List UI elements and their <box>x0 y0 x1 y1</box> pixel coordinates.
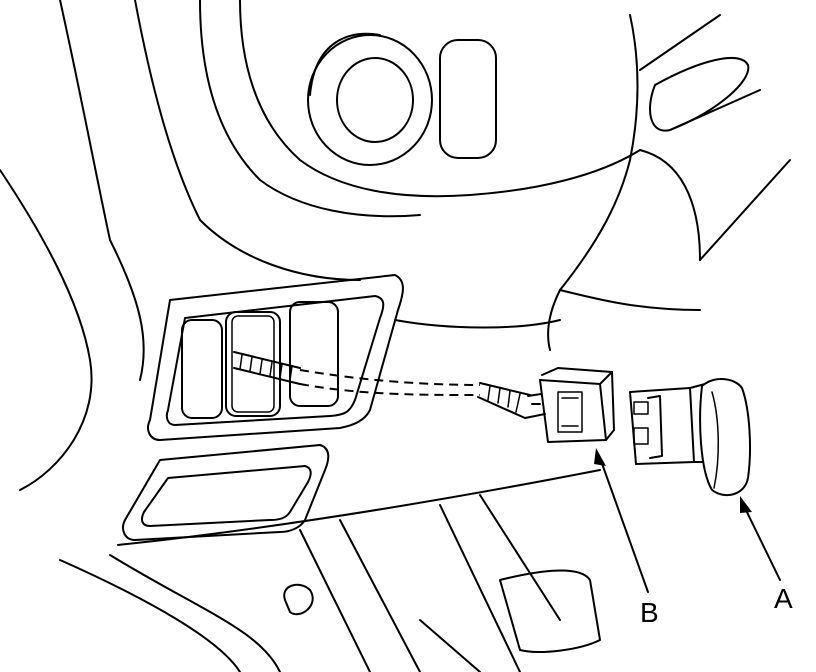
lower-panel <box>59 444 601 672</box>
arrowhead-a <box>740 496 752 513</box>
switch-bezel <box>147 274 404 441</box>
wire-harness <box>233 351 531 419</box>
dashboard-panel <box>0 0 701 491</box>
upper-controls <box>307 32 497 166</box>
arrow-a <box>743 505 781 581</box>
switch-a <box>629 378 751 497</box>
connector-b <box>524 367 615 443</box>
callout-label-a: A <box>774 583 793 614</box>
upper-right-vent <box>639 14 791 261</box>
callout-arrows <box>594 448 781 593</box>
pedal-area <box>283 494 601 672</box>
callout-label-b: B <box>640 597 659 628</box>
arrow-b <box>599 457 649 593</box>
arrowhead-b <box>594 448 606 466</box>
